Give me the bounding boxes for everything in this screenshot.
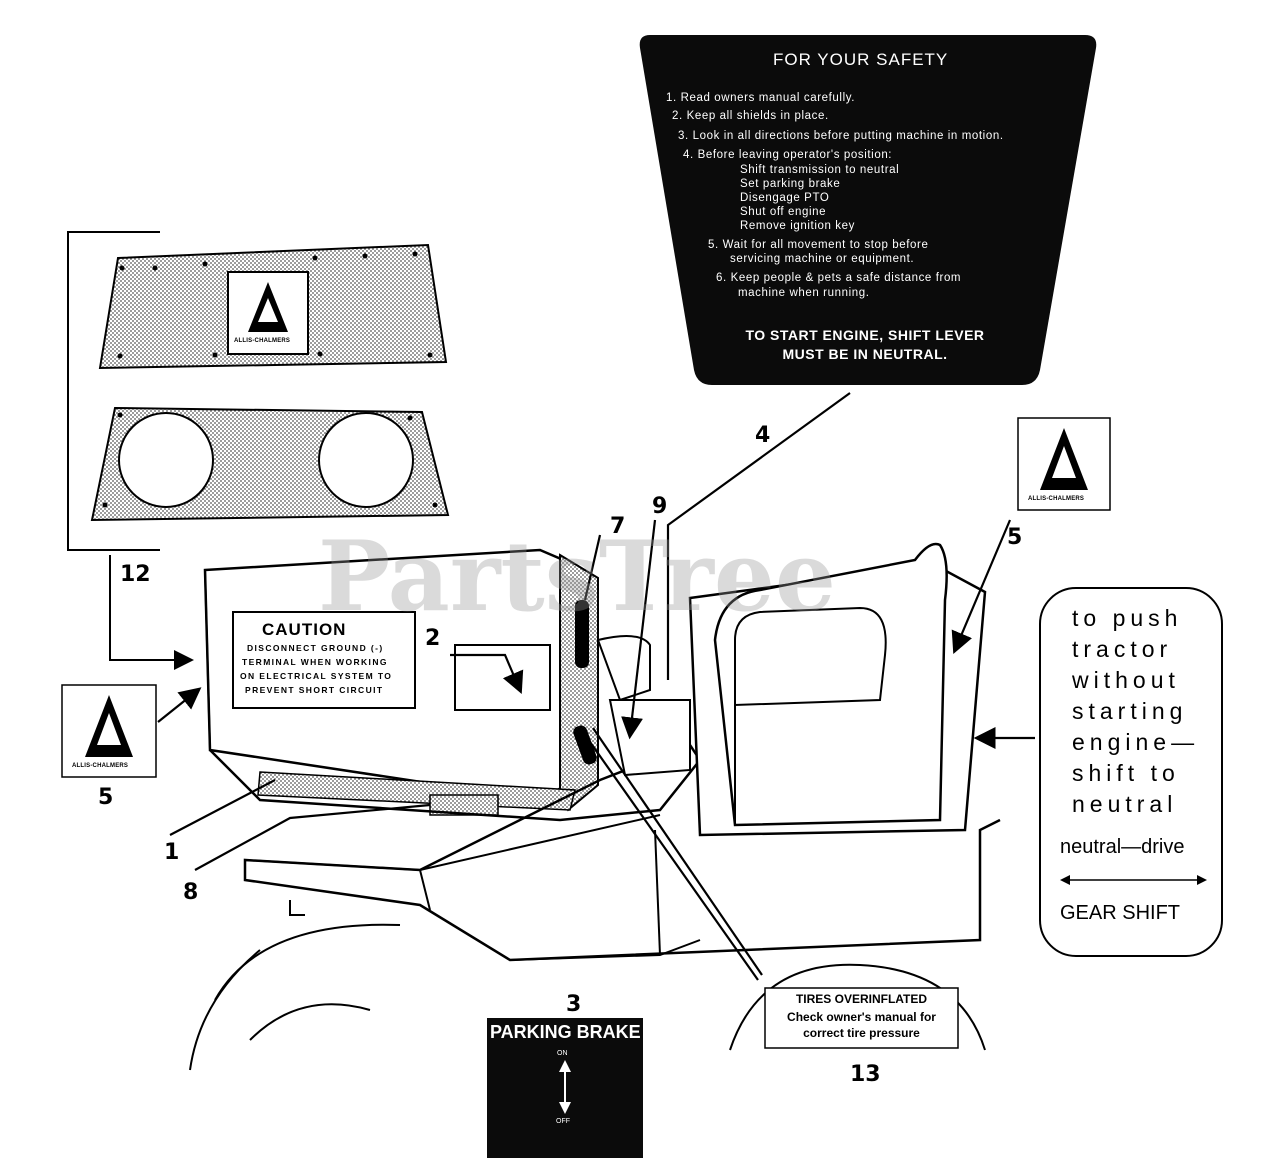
safety-line: Disengage PTO bbox=[740, 192, 830, 204]
safety-line: Shift transmission to neutral bbox=[740, 164, 900, 176]
safety-line: 2. Keep all shields in place. bbox=[672, 110, 829, 122]
safety-line: machine when running. bbox=[738, 287, 870, 299]
caution-line: ON ELECTRICAL SYSTEM TO bbox=[240, 671, 393, 681]
parking-brake-off: OFF bbox=[556, 1118, 570, 1125]
safety-line: servicing machine or equipment. bbox=[730, 253, 915, 265]
tire-decal-box bbox=[764, 987, 959, 1049]
caution-line: TERMINAL WHEN WORKING bbox=[242, 657, 388, 667]
parking-brake-on: ON bbox=[557, 1050, 568, 1057]
logo-caption: ALLIS-CHALMERS bbox=[234, 338, 291, 344]
callout-2: 2 bbox=[425, 626, 441, 651]
parking-brake-title: PARKING BRAKE bbox=[490, 1022, 641, 1042]
callout-7: 7 bbox=[610, 514, 626, 539]
logo-caption: ALLIS-CHALMERS bbox=[1028, 496, 1085, 502]
callout-12: 12 bbox=[120, 562, 151, 587]
safety-line: 6. Keep people & pets a safe distance fr… bbox=[716, 272, 962, 284]
gear-shift-label: GEAR SHIFT bbox=[1060, 902, 1181, 924]
tire-line-2: Check owner's manual for bbox=[787, 1010, 936, 1024]
callout-8: 8 bbox=[183, 880, 199, 905]
tire-line-3: correct tire pressure bbox=[803, 1026, 920, 1040]
callout-1: 1 bbox=[164, 840, 180, 865]
watermark: PartsTree bbox=[318, 520, 836, 633]
push-line: engine— bbox=[1072, 729, 1200, 755]
push-line: starting bbox=[1072, 698, 1188, 724]
callout-3: 3 bbox=[566, 992, 582, 1017]
safety-decal-title: FOR YOUR SAFETY bbox=[773, 50, 949, 69]
caution-line: PREVENT SHORT CIRCUIT bbox=[245, 685, 384, 695]
safety-line: 4. Before leaving operator's position: bbox=[683, 149, 893, 161]
safety-decal-shape bbox=[639, 35, 1097, 385]
push-line: without bbox=[1072, 667, 1180, 693]
push-line: shift to bbox=[1072, 760, 1180, 786]
tire-line-1: TIRES OVERINFLATED bbox=[795, 992, 928, 1006]
caution-decal-box bbox=[232, 611, 416, 709]
safety-line: Remove ignition key bbox=[740, 220, 855, 232]
push-line: neutral bbox=[1072, 791, 1178, 817]
push-line: to push bbox=[1072, 605, 1183, 631]
callout-13: 13 bbox=[850, 1062, 881, 1087]
callout-9: 9 bbox=[652, 494, 668, 519]
push-line: tractor bbox=[1072, 636, 1173, 662]
safety-line: 1. Read owners manual carefully. bbox=[666, 92, 856, 104]
callout-5-right: 5 bbox=[1007, 525, 1023, 550]
callout-4: 4 bbox=[755, 423, 771, 448]
safety-line: Shut off engine bbox=[740, 206, 827, 218]
safety-line: 5. Wait for all movement to stop before bbox=[708, 239, 929, 251]
caution-line: DISCONNECT GROUND (-) bbox=[247, 643, 384, 653]
caution-title: CAUTION bbox=[262, 620, 347, 639]
push-decal-box bbox=[1039, 587, 1223, 957]
allis-chalmers-logo-marks bbox=[85, 282, 1088, 757]
logo-caption: ALLIS-CHALMERS bbox=[72, 763, 129, 769]
callout-5-left: 5 bbox=[98, 785, 114, 810]
safety-footer-1: TO START ENGINE, SHIFT LEVER bbox=[745, 327, 985, 343]
safety-line: Set parking brake bbox=[740, 178, 841, 190]
neutral-drive-label: neutral—drive bbox=[1060, 836, 1185, 858]
safety-line: 3. Look in all directions before putting… bbox=[678, 130, 1004, 142]
safety-footer-2: MUST BE IN NEUTRAL. bbox=[782, 346, 948, 362]
